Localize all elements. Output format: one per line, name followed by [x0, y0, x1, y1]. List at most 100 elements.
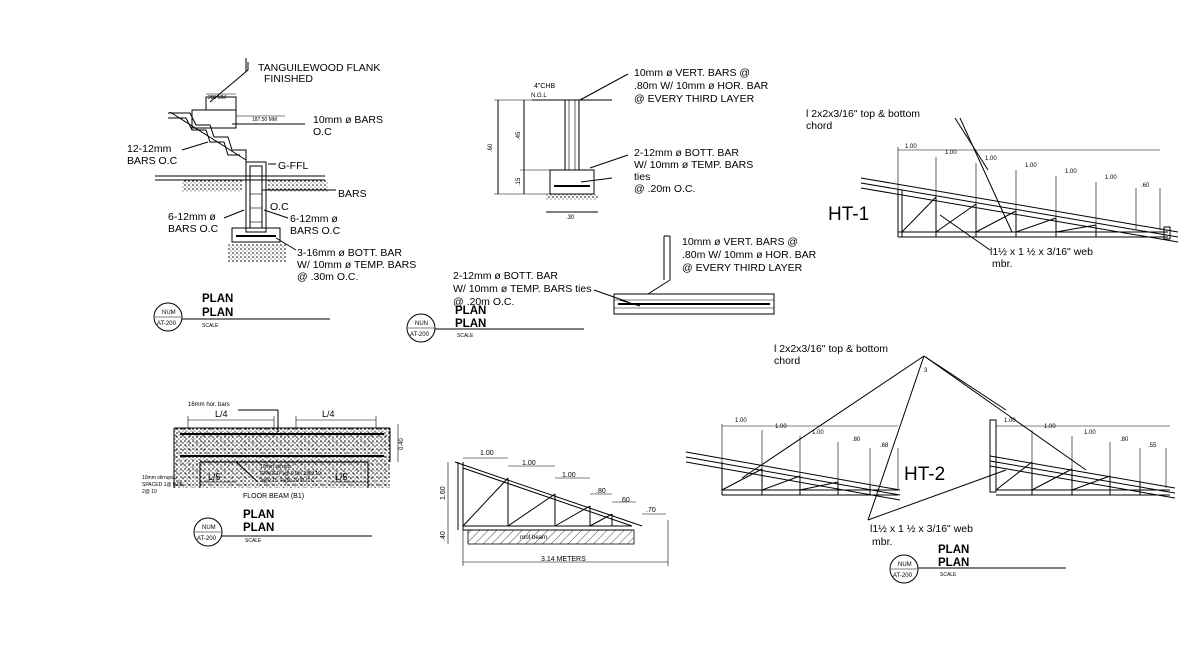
bott-bar2-line4: @ .20m O.C. — [634, 183, 695, 195]
bars-10-line1: 10mm ø BARS — [313, 114, 383, 126]
bars-12-line2: BARS O.C — [127, 155, 178, 167]
ht1-dim-7: .60 — [1141, 183, 1150, 189]
vert-bars-line1: 10mm ø VERT. BARS @ — [634, 67, 750, 79]
chb-label: 4"CHB — [534, 83, 555, 90]
bars-10-line2: O.C — [313, 126, 332, 138]
ht2-chord-line2: chord — [774, 355, 800, 367]
roof-dim-6: .70 — [646, 507, 656, 514]
truss-ht2: l 2x2x3/16" top & bottom chord 3 1.00 1.… — [685, 343, 1176, 548]
wall-footing-section: 4"CHB N.G.L .60 .45 .15 .30 10mm ø VERT.… — [488, 67, 769, 221]
scale2-label: SCALE — [457, 333, 474, 339]
bars-12-line1: 12-12mm — [127, 143, 172, 155]
roof-dim-1: 1.00 — [480, 450, 494, 457]
hor-bars-label: 16mm hor. bars — [188, 402, 230, 408]
stirrups-left-2: SPACED 1@ 0.05, — [142, 482, 184, 488]
ht2-dim-l3: 1.00 — [812, 430, 824, 436]
plan-vert-bars-line3: @ EVERY THIRD LAYER — [682, 262, 803, 274]
footing-detail: TANGUILEWOOD FLANK FINISHED 280 MM 187.5… — [127, 58, 416, 283]
roof-dim-4: .80 — [596, 488, 606, 495]
bars-6-left-line1: 6-12mm ø — [168, 211, 216, 223]
wall-plan-detail: 10mm ø VERT. BARS @ .80m W/ 10mm ø HOR. … — [453, 235, 817, 315]
ffl-label: G-FFL — [278, 160, 308, 172]
plan4-title-1: PLAN — [243, 509, 274, 521]
title-block-ht2: NUM AT-200 PLAN PLAN SCALE — [889, 544, 1066, 584]
floor-beam-caption: FLOOR BEAM (B1) — [243, 493, 304, 500]
plan-bott-bar-line3: @ .20m O.C. — [453, 296, 514, 308]
roof-height-1: 1.60 — [440, 486, 447, 500]
ht2-label: HT-2 — [904, 464, 945, 485]
ht2-dim-r1: 1.00 — [1004, 418, 1016, 424]
ht1-dim-2: 1.00 — [945, 150, 957, 156]
l4-right: L/4 — [322, 409, 335, 419]
ht2-web-line2: mbr. — [872, 536, 892, 548]
plan4-title-2: PLAN — [243, 522, 274, 534]
stirrups-mid-3: 3@0.15, R@0.20 M.O.C — [260, 478, 315, 484]
plan-vert-bars-line1: 10mm ø VERT. BARS @ — [682, 236, 798, 248]
bubble3-sheet: AT-200 — [893, 573, 913, 579]
scale3-label: SCALE — [940, 572, 957, 578]
stirrups-mid-2: SPACED 1@ 0.05, 2@0.10, — [260, 471, 322, 477]
dim-15: .15 — [516, 177, 522, 186]
roof-dim-2: 1.00 — [522, 460, 536, 467]
scale-label: SCALE — [202, 323, 219, 329]
scale4-label: SCALE — [245, 538, 262, 544]
bubble4-num: NUM — [202, 525, 216, 531]
title-block-beam: NUM AT-200 PLAN PLAN SCALE — [193, 509, 372, 547]
plan-vert-bars-line2: .80m W/ 10mm ø HOR. BAR — [682, 249, 817, 261]
ht1-dim-1: 1.00 — [905, 144, 917, 150]
ht2-dim-l5: .68 — [880, 443, 889, 449]
ht1-web-line2: mbr. — [992, 258, 1012, 270]
ngl-label: N.G.L — [531, 93, 547, 99]
ht1-dim-6: 1.00 — [1105, 175, 1117, 181]
l4-left: L/4 — [215, 409, 228, 419]
vert-bars-line3: @ EVERY THIRD LAYER — [634, 93, 755, 105]
dim-60: .60 — [488, 143, 494, 152]
bott-bar-line2: W/ 10mm ø TEMP. BARS — [297, 259, 416, 271]
bubble-num: NUM — [162, 310, 176, 316]
stirrups-left-1: 10mm stirrups — [142, 475, 174, 481]
ht2-marker: 3 — [924, 368, 928, 374]
bars-6-right-line2: BARS O.C — [290, 225, 341, 237]
plan3-title-2: PLAN — [938, 557, 969, 569]
ht2-dim-r5: .55 — [1148, 443, 1157, 449]
bars-label: BARS — [338, 188, 367, 200]
plan-bott-bar-line1: 2-12mm ø BOTT. BAR — [453, 270, 558, 282]
bott-bar2-line2: W/ 10mm ø TEMP. BARS — [634, 159, 753, 171]
roof-dim-5: .60 — [620, 497, 630, 504]
ht1-dim-5: 1.00 — [1065, 169, 1077, 175]
vert-bars-line2: .80m W/ 10mm ø HOR. BAR — [634, 80, 769, 92]
ht1-chord-line2: chord — [806, 120, 832, 132]
stirrups-left-3: 2@ 10 — [142, 489, 157, 495]
ht2-web-line1: l1½ x 1 ½ x 3/16" web — [870, 523, 973, 535]
bars-6-right-line1: 6-12mm ø — [290, 213, 338, 225]
flank-label-line1: TANGUILEWOOD FLANK — [258, 62, 380, 74]
ht2-dim-r2: 1.00 — [1044, 424, 1056, 430]
bott-bar2-line3: ties — [634, 171, 650, 183]
plan2-title-2: PLAN — [455, 318, 486, 330]
roof-truss-detail: 1.00 1.00 1.00 .80 .60 .70 1.60 .40 roof… — [440, 450, 669, 566]
ht2-dim-r3: 1.00 — [1084, 430, 1096, 436]
roof-height-2: .40 — [440, 531, 447, 541]
roof-dim-3: 1.00 — [562, 472, 576, 479]
plan-bott-bar-line2: W/ 10mm ø TEMP. BARS ties — [453, 283, 591, 295]
ht1-web-line1: l1½ x 1 ½ x 3/16" web — [990, 246, 1093, 258]
flank-label-line2: FINISHED — [264, 73, 313, 85]
dim-45: .45 — [516, 131, 522, 140]
ht2-dim-l1: 1.00 — [735, 418, 747, 424]
bubble2-num: NUN — [415, 321, 428, 327]
plan-title-2: PLAN — [202, 307, 233, 319]
ht2-chord-line1: l 2x2x3/16" top & bottom — [774, 343, 888, 355]
ht1-dim-4: 1.00 — [1025, 163, 1037, 169]
stirrups-mid-1: 10mm stirrups — [260, 464, 292, 470]
truss-ht1: l 2x2x3/16" top & bottom chord 1.00 1.00… — [806, 108, 1179, 270]
bott-bar2-line1: 2-12mm ø BOTT. BAR — [634, 147, 739, 159]
l5-left: L/5 — [208, 472, 221, 482]
plan2-title-1: PLAN — [455, 305, 486, 317]
ht2-dim-l4: .80 — [852, 437, 861, 443]
dim-187: 187.50 MM — [252, 117, 277, 123]
oc-label: O.C — [270, 201, 289, 213]
roof-beam-label: roof beam — [520, 535, 547, 541]
bott-bar-line3: @ .30m O.C. — [297, 271, 358, 283]
plan3-title-1: PLAN — [938, 544, 969, 556]
